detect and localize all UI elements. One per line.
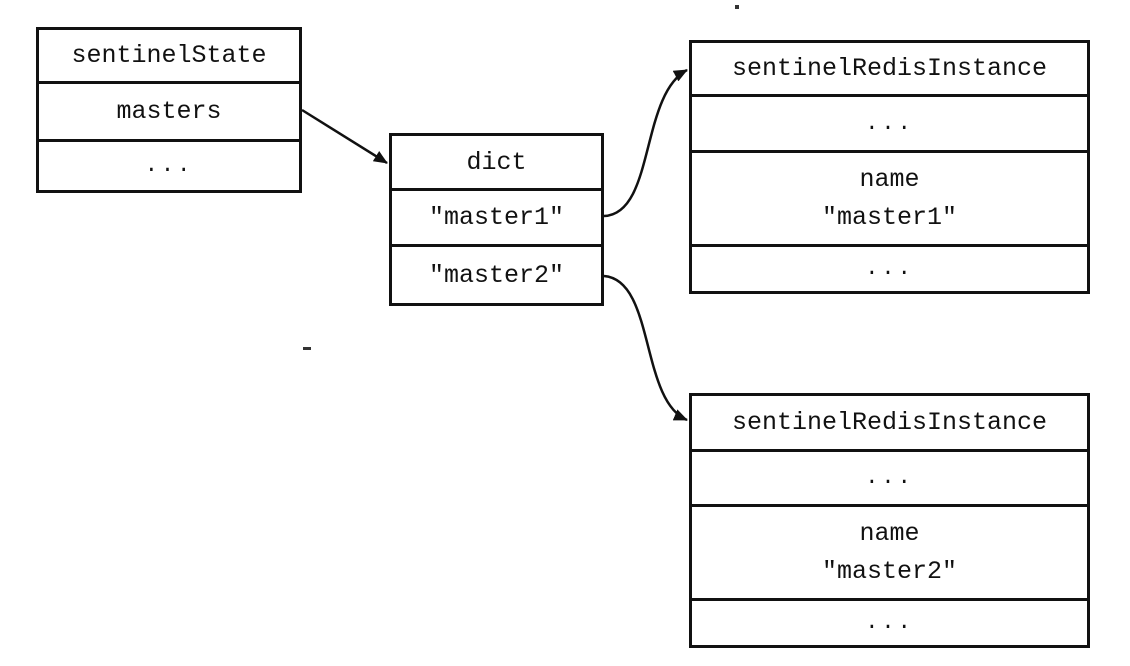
sentinel-state-struct: sentinelState masters ... bbox=[36, 27, 302, 193]
arrow-masters-to-dict bbox=[301, 108, 388, 165]
instance-name-field: name "master2" bbox=[692, 504, 1087, 598]
arrow-master1-to-instance bbox=[603, 68, 688, 218]
instance-bottom-fields: ... bbox=[692, 598, 1087, 645]
instance-name-value: "master2" bbox=[821, 557, 958, 587]
arrow-master2-to-instance bbox=[603, 274, 688, 422]
sentinel-state-title: sentinelState bbox=[71, 41, 267, 70]
masters-dict: dict "master1" "master2" bbox=[389, 133, 604, 306]
sentinel-redis-instance-master2: sentinelRedisInstance ... name "master2"… bbox=[689, 393, 1090, 648]
instance-title: sentinelRedisInstance bbox=[731, 408, 1048, 437]
sentinel-state-masters-field: masters bbox=[39, 81, 299, 139]
sentinel-state-rest-field: ... bbox=[39, 139, 299, 190]
instance-top-fields: ... bbox=[692, 94, 1087, 150]
dict-key-master1: "master1" bbox=[392, 188, 601, 244]
instance-top-fields: ... bbox=[692, 449, 1087, 504]
instance-name-label: name bbox=[859, 164, 920, 194]
dict-title: dict bbox=[466, 147, 527, 177]
sentinel-redis-instance-master1: sentinelRedisInstance ... name "master1"… bbox=[689, 40, 1090, 294]
instance-title: sentinelRedisInstance bbox=[731, 54, 1048, 83]
instance-name-field: name "master1" bbox=[692, 150, 1087, 244]
instance-name-value: "master1" bbox=[821, 203, 958, 233]
instance-bottom-fields: ... bbox=[692, 244, 1087, 291]
instance-name-label: name bbox=[859, 518, 920, 548]
dict-key-master2: "master2" bbox=[392, 244, 601, 303]
scan-speck bbox=[735, 5, 739, 9]
scan-speck bbox=[303, 347, 311, 350]
